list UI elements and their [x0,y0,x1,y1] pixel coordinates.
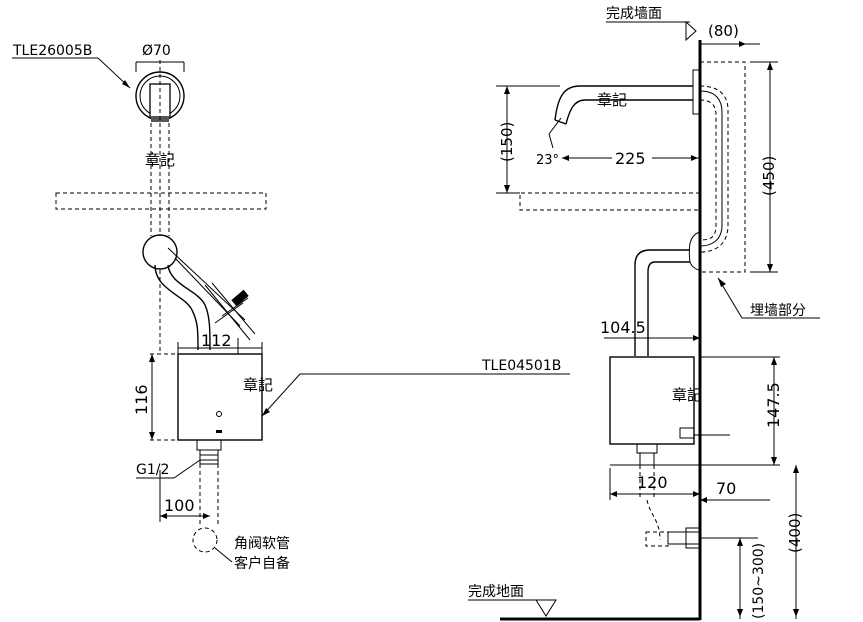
diameter-label: Ø70 [142,43,171,59]
box-height-label: 116 [132,384,151,415]
control-box-front: 112 章記 [150,331,273,525]
control-box-side: 章記 [609,356,730,549]
spout-seal-mark: 章記 [597,91,627,109]
spout-height-label: (150) [498,122,516,162]
counter-side [519,192,700,211]
spout-model-label: TLE26005B [12,43,92,59]
thread-label: G1/2 [136,462,169,478]
front-view: TLE26005B Ø70 章記 112 [12,43,570,572]
embedded-region [700,61,746,273]
note-line-2: 客户自备 [234,555,290,572]
note-line-1: 角阀软管 [234,536,290,552]
valve-height-label: (400) [786,513,804,553]
projection-label: 225 [615,149,646,168]
embedded-part-label: 埋墙部分 [750,303,806,319]
box-model-callout: TLE04501B [261,358,570,417]
side-box-seal-mark: 章記 [672,386,702,404]
counter-outline [55,192,267,210]
embed-height-label: (450) [760,156,778,196]
box-seal-mark: 章記 [243,376,273,394]
finished-wall-label: 完成墙面 [606,6,662,22]
pipe-offset-label: 70 [716,479,736,498]
box-height-side-label: 147.5 [764,382,783,428]
spout-side: 章記 [548,69,729,253]
box-width-side-label: 104.5 [600,318,646,337]
floor-range-label: (150~300) [751,543,767,619]
angle-label: 23° [536,153,559,168]
offset-label: 100 [164,496,195,515]
finished-floor-label: 完成地面 [468,584,524,600]
box-model-label: TLE04501B [481,358,561,374]
box-width-label: 112 [201,331,232,350]
spout-model-callout: TLE26005B [12,43,131,89]
wall-offset-label: (80) [708,22,739,40]
spout-top-view [135,60,185,236]
box-depth-label: 120 [637,473,668,492]
side-view: 完成墙面 (80) 埋墙部分 (450) 章記 [468,6,820,621]
seal-mark-top: 章記 [145,151,175,169]
side-supply-pipe [634,231,701,356]
angle-valve-circle [192,527,218,553]
supply-pipe [142,234,256,354]
